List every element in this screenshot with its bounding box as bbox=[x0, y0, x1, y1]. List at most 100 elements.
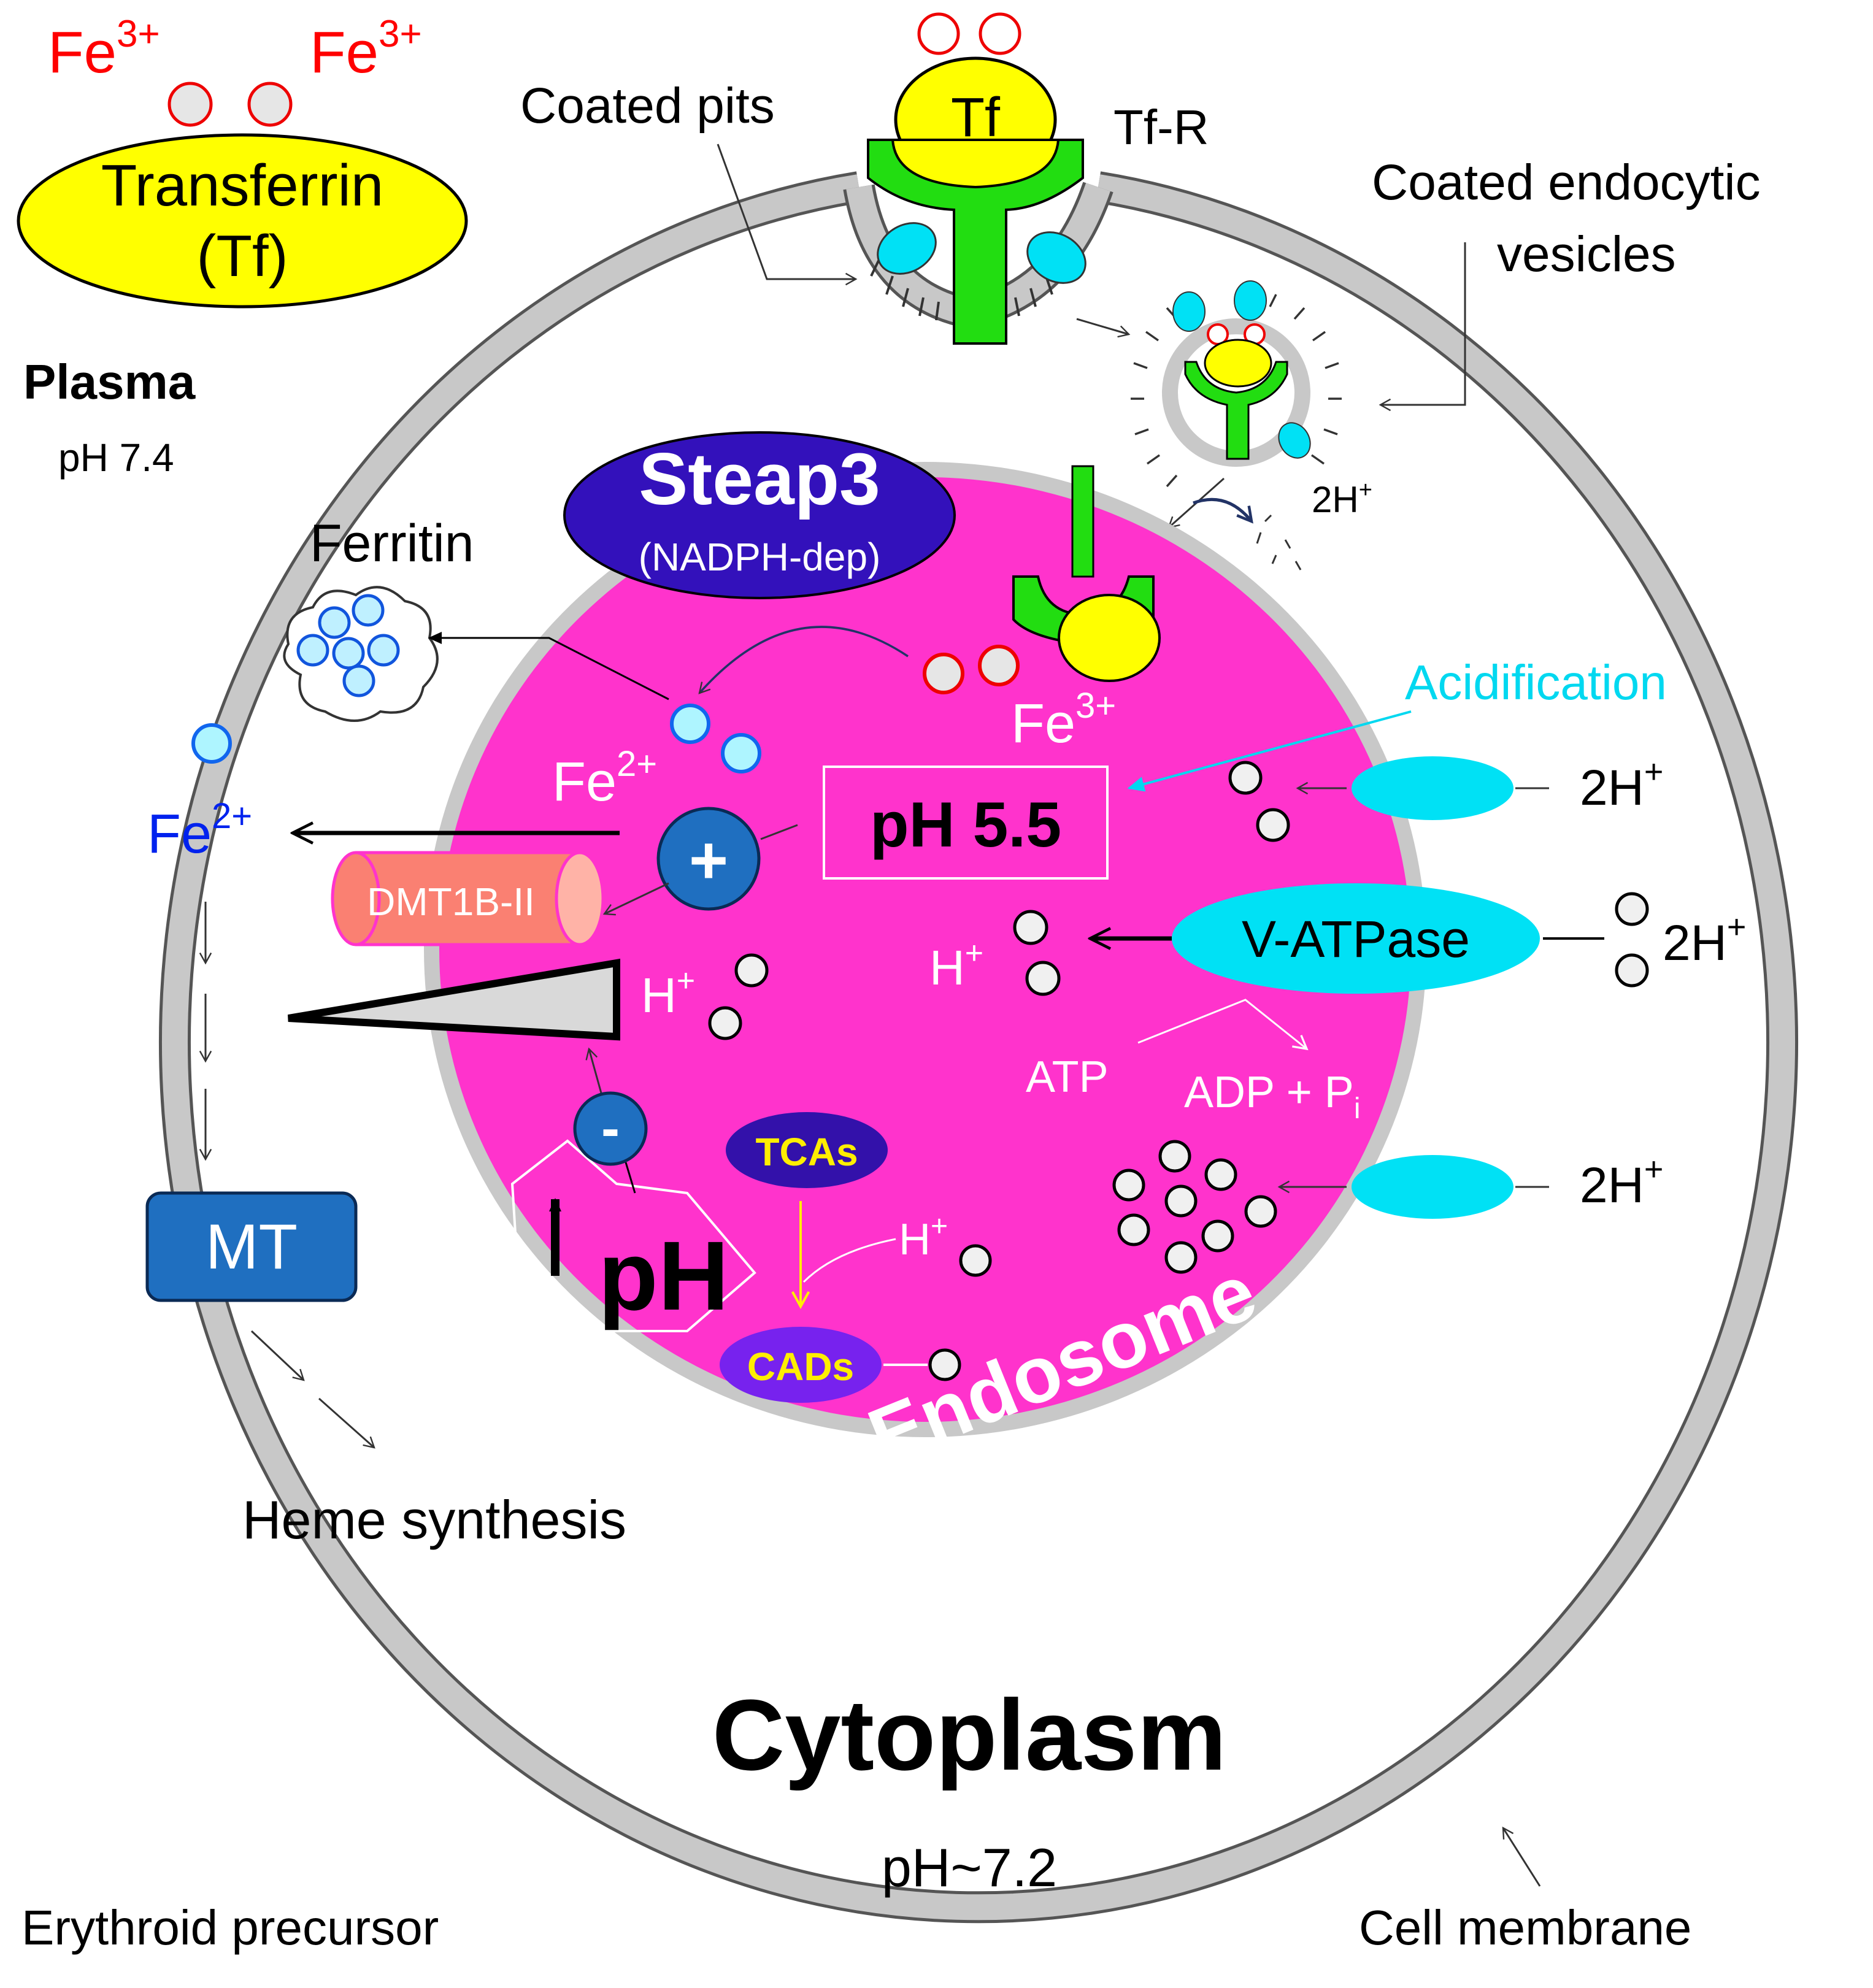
tcas-label: TCAs bbox=[755, 1130, 858, 1174]
svg-text:Fe2+: Fe2+ bbox=[552, 744, 657, 813]
dmt1-transporter bbox=[331, 851, 605, 946]
vesicle-2h-label: 2H bbox=[1312, 479, 1359, 520]
two-h-label-1: 2H bbox=[1580, 760, 1644, 816]
svg-text:2H+: 2H+ bbox=[1663, 908, 1746, 971]
fe3-ion-icon bbox=[923, 653, 964, 694]
fe2-endosome-ions bbox=[670, 704, 761, 773]
svg-text:Fe3+: Fe3+ bbox=[48, 13, 160, 85]
proton-cluster bbox=[1112, 1140, 1277, 1274]
coated-vesicles-label: Coated endocytic bbox=[1372, 155, 1761, 210]
plus-sup: + bbox=[1727, 908, 1747, 945]
steap3-reduction-arrow bbox=[698, 626, 909, 694]
fe2-ion-icon bbox=[191, 723, 232, 764]
fe2-to-ferritin-arrow bbox=[428, 632, 669, 700]
fe3-ion-icon bbox=[917, 12, 960, 55]
endosome-receptor-complex bbox=[923, 465, 1161, 694]
svg-text:2H+: 2H+ bbox=[1580, 753, 1663, 816]
erythroid-precursor-label: Erythroid precursor bbox=[21, 1900, 439, 1955]
proton-binding-line bbox=[802, 1238, 896, 1283]
ph55-box bbox=[823, 766, 1109, 880]
two-h-label-3: 2H bbox=[1580, 1157, 1644, 1213]
svg-text:H+: H+ bbox=[899, 1210, 948, 1264]
transferrin-label: Transferrin bbox=[101, 153, 384, 218]
minus-label: - bbox=[601, 1098, 620, 1159]
cytoplasm-pathway-arrows bbox=[199, 902, 375, 1449]
cytoplasm-ph: pH~7.2 bbox=[882, 1837, 1057, 1898]
plus-sup: + bbox=[1359, 477, 1372, 503]
fe3-charge: 3+ bbox=[117, 13, 160, 55]
svg-text:Fe3+: Fe3+ bbox=[310, 13, 422, 85]
acidification-label: Acidification bbox=[1405, 655, 1667, 710]
svg-text:Fe3+: Fe3+ bbox=[1011, 686, 1116, 754]
pump-protein-icon bbox=[877, 222, 937, 275]
fe3-ion-icon bbox=[979, 12, 1021, 55]
tcas-shape bbox=[726, 1112, 888, 1188]
proton-pump-bottom bbox=[1352, 1155, 1513, 1219]
h-plus-mid-label: H bbox=[929, 940, 965, 995]
proton-icon bbox=[1615, 953, 1649, 988]
proton-icon bbox=[1025, 961, 1061, 996]
svg-text:H+: H+ bbox=[641, 963, 695, 1023]
coated-endocytic-vesicle bbox=[1131, 280, 1342, 488]
fe3-ion-icon bbox=[978, 645, 1020, 686]
tf-label: Tf bbox=[951, 87, 1001, 148]
h-plus-left-label: H bbox=[641, 968, 677, 1023]
transferrin-receptor-complex bbox=[867, 12, 1086, 345]
heme-synthesis-label: Heme synthesis bbox=[242, 1489, 626, 1550]
vesicles-callout-arrow bbox=[1379, 242, 1466, 412]
dmt1-label: DMT1B-II bbox=[367, 880, 535, 924]
inhibition-minus-icon bbox=[573, 1091, 648, 1166]
v-atpase-pump bbox=[1172, 883, 1540, 994]
cell-membrane-arrow bbox=[1502, 1826, 1541, 1887]
atp-hydrolysis-arrow bbox=[1137, 999, 1309, 1051]
fe2-ion-icon bbox=[670, 704, 710, 744]
fe2-charge: 2+ bbox=[617, 744, 657, 784]
svg-text:2H+: 2H+ bbox=[1312, 477, 1372, 520]
fe2-charge: 2+ bbox=[212, 796, 252, 836]
proton-icon bbox=[1228, 761, 1263, 795]
v-atpase-label: V-ATPase bbox=[1242, 910, 1470, 968]
ph-up-label: pH bbox=[598, 1221, 729, 1330]
released-clathrin-icon bbox=[1256, 514, 1302, 570]
proton-icon bbox=[1256, 808, 1290, 842]
ph-increase-outline bbox=[510, 1139, 756, 1332]
ferritin-cluster-icon bbox=[283, 586, 439, 722]
proton-icon bbox=[928, 1348, 961, 1381]
fe3-ion-icon bbox=[247, 82, 293, 127]
proton-icon bbox=[959, 1244, 992, 1277]
coated-pits-label: Coated pits bbox=[520, 78, 775, 134]
plus-sup: + bbox=[965, 935, 983, 971]
minus-stem bbox=[625, 1162, 636, 1194]
transferrin-abbrev: (Tf) bbox=[196, 223, 288, 289]
fe2-endosome-label: Fe bbox=[552, 751, 617, 813]
ph55-label: pH 5.5 bbox=[870, 789, 1061, 861]
fe2-ion-icon bbox=[721, 733, 761, 773]
cell-membrane-label: Cell membrane bbox=[1359, 1900, 1691, 1955]
proton-icon bbox=[1615, 892, 1649, 926]
plus-sup: + bbox=[931, 1210, 948, 1243]
proton-icon bbox=[734, 953, 769, 988]
cads-label: CADs bbox=[747, 1345, 854, 1389]
fe3-ion-icon bbox=[167, 82, 213, 127]
proton-icon bbox=[1013, 910, 1048, 945]
plasma-label: Plasma bbox=[23, 355, 196, 409]
svg-text:H+: H+ bbox=[929, 935, 983, 995]
cads-shape bbox=[720, 1327, 882, 1403]
pit-to-vesicle-arrow bbox=[1076, 318, 1131, 338]
fe3-endosome-label: Fe bbox=[1011, 693, 1075, 754]
coated-vesicles-label-2: vesicles bbox=[1497, 226, 1676, 282]
steap3-enzyme bbox=[563, 431, 956, 599]
acidification-arrow bbox=[1127, 710, 1412, 792]
fe3-charge: 3+ bbox=[379, 13, 422, 55]
ferritin-label: Ferritin bbox=[310, 514, 474, 573]
plus-sup: + bbox=[677, 963, 695, 999]
mt-box bbox=[145, 1191, 358, 1302]
plus-to-dmt1-arrow bbox=[602, 882, 669, 916]
h-plus-bottom-label: H bbox=[899, 1215, 931, 1264]
proton-icon bbox=[708, 1006, 742, 1040]
pump-protein-icon bbox=[1026, 231, 1086, 284]
fe3-label-right: Fe bbox=[310, 20, 379, 85]
fe2-cytoplasm-label: Fe bbox=[147, 804, 212, 865]
plus-sup: + bbox=[1644, 753, 1664, 790]
